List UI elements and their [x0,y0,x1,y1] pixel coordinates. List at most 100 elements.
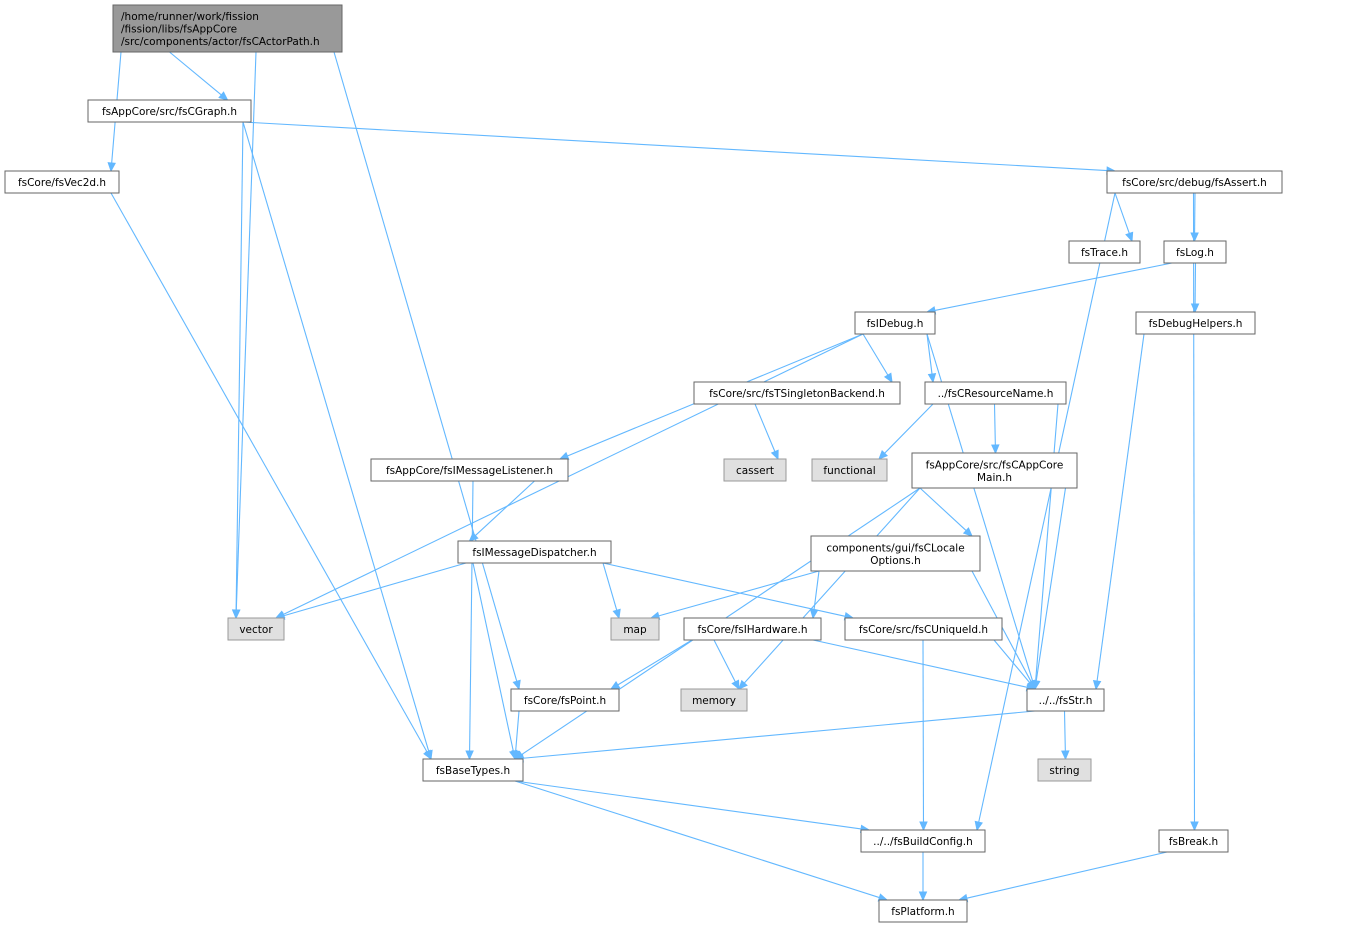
edge-fscgraph-to-vector [235,121,244,611]
arrowhead-fsassert-to-buildconfig [974,820,983,832]
edge-resourcename-to-functional [884,403,934,454]
node-fslog[interactable]: fsLog.h [1163,240,1227,264]
node-box-fsidebug [854,311,936,335]
arrowhead-fsvec2d-to-basetypes [423,749,432,761]
edge-uniqueid-to-fsstr [993,639,1031,684]
edges-layer [107,51,1200,903]
node-fstrace[interactable]: fsTrace.h [1068,240,1141,264]
arrowhead-resourcename-to-functional [878,449,888,460]
edge-fsbreak-to-fsplatform [966,851,1168,899]
node-basetypes[interactable]: fsBaseTypes.h [422,758,524,782]
node-box-fstsingleton [693,381,901,405]
node-label-cassert-line-0: cassert [736,465,774,477]
node-box-fsbreak [1158,829,1229,853]
node-fsdebughelpers[interactable]: fsDebugHelpers.h [1135,311,1256,335]
node-label-fstrace-line-0: fsTrace.h [1081,247,1128,259]
node-buildconfig[interactable]: ../../fsBuildConfig.h [860,829,986,853]
edge-fsstr-to-string [1063,710,1066,752]
arrowhead-root-to-fspoint [512,679,521,691]
arrowhead-appcoremain-to-memory [738,679,748,690]
node-box-fsdebughelpers [1135,311,1256,335]
arrowhead-messagelistener-to-messagedispatcher [468,532,479,542]
node-box-appcoremain [911,452,1078,489]
arrowhead-buildconfig-to-fsplatform [918,891,928,902]
node-uniqueid[interactable]: fsCore/src/fsCUniqueId.h [844,617,1003,641]
edge-root-to-vector [235,51,257,611]
node-box-memory [680,688,748,712]
arrowhead-resourcename-to-appcoremain [991,444,1000,455]
node-map[interactable]: map [610,617,660,641]
node-box-basetypes [422,758,524,782]
arrowhead-fstsingleton-to-cassert [770,449,779,461]
node-label-fsvec2d-line-0: fsCore/fsVec2d.h [18,177,106,189]
edge-fspoint-to-basetypes [515,710,520,752]
node-fsvec2d[interactable]: fsCore/fsVec2d.h [4,170,120,194]
node-vector[interactable]: vector [227,617,285,641]
edge-fsdebughelpers-to-fsstr [1096,333,1145,682]
node-memory[interactable]: memory [680,688,748,712]
edge-fsvec2d-to-basetypes [110,192,428,753]
node-label-fsplatform-line-0: fsPlatform.h [891,906,954,918]
arrowhead-fsidebug-to-messagelistener [558,451,570,460]
edge-root-to-fscgraph [169,51,222,96]
edge-ihardware-to-fsstr [812,639,1028,688]
edge-fscgraph-to-basetypes [242,121,430,752]
node-fsidebug[interactable]: fsIDebug.h [854,311,936,335]
node-label-fspoint-line-0: fsCore/fsPoint.h [524,695,606,707]
edge-fsassert-to-buildconfig [978,192,1116,823]
node-messagedispatcher[interactable]: fsIMessageDispatcher.h [457,540,612,564]
node-box-resourcename [924,381,1067,405]
edge-fsidebug-to-resourcename [926,333,933,375]
arrowhead-messagedispatcher-to-map [612,608,621,620]
edge-basetypes-to-fsplatform [514,780,880,899]
node-box-fsassert [1106,170,1283,194]
node-fstsingleton[interactable]: fsCore/src/fsTSingletonBackend.h [693,381,901,405]
edge-messagelistener-to-basetypes [469,480,474,752]
node-messagelistener[interactable]: fsAppCore/fsIMessageListener.h [370,458,569,482]
node-fsassert[interactable]: fsCore/src/debug/fsAssert.h [1106,170,1283,194]
arrowhead-uniqueid-to-fsstr [1026,679,1036,690]
node-label-messagedispatcher-line-0: fsIMessageDispatcher.h [472,547,596,559]
edge-ihardware-to-fspoint [617,639,693,686]
edge-basetypes-to-buildconfig [514,780,862,830]
edge-messagelistener-to-messagedispatcher [475,480,535,536]
arrowhead-root-to-fscgraph [218,91,229,101]
node-fspoint[interactable]: fsCore/fsPoint.h [510,688,620,712]
node-box-localeoptions [810,535,981,572]
node-label-ihardware-line-0: fsCore/fsIHardware.h [698,624,808,636]
edge-messagedispatcher-to-basetypes [472,562,514,752]
node-label-memory-line-0: memory [692,695,736,707]
node-label-fsidebug-line-0: fsIDebug.h [867,318,924,330]
node-resourcename[interactable]: ../fsCResourceName.h [924,381,1067,405]
arrowhead-fspoint-to-basetypes [511,750,520,761]
node-box-fsvec2d [4,170,120,194]
edge-fstsingleton-to-cassert [754,403,776,452]
node-fsplatform[interactable]: fsPlatform.h [878,899,968,923]
arrowhead-root-to-fsvec2d [107,162,116,173]
node-label-functional-line-0: functional [823,465,875,477]
node-label-fsdebughelpers-line-0: fsDebugHelpers.h [1149,318,1243,330]
node-box-fslog [1163,240,1227,264]
node-functional[interactable]: functional [811,458,888,482]
node-fsbreak[interactable]: fsBreak.h [1158,829,1229,853]
node-ihardware[interactable]: fsCore/fsIHardware.h [683,617,822,641]
arrowhead-appcoremain-to-localeoptions [962,527,973,537]
node-cassert[interactable]: cassert [723,458,787,482]
edge-messagedispatcher-to-vector [283,562,467,617]
node-label-appcoremain-line-1: Main.h [977,472,1012,484]
node-label-fsbreak-line-0: fsBreak.h [1169,836,1218,848]
node-string[interactable]: string [1037,758,1092,782]
node-label-buildconfig-line-0: ../../fsBuildConfig.h [873,836,973,848]
node-fsstr[interactable]: ../../fsStr.h [1026,688,1105,712]
arrowhead-fsdebughelpers-to-fsstr [1092,680,1102,691]
arrowhead-fsassert-to-fstrace [1125,231,1134,243]
node-fscgraph[interactable]: fsAppCore/src/fsCGraph.h [87,99,252,123]
edge-ihardware-to-memory [713,639,736,683]
node-label-uniqueid-line-0: fsCore/src/fsCUniqueId.h [859,624,988,636]
node-root[interactable]: /home/runner/work/fission/fission/libs/f… [112,4,343,53]
node-label-fscgraph-line-0: fsAppCore/src/fsCGraph.h [102,106,237,118]
node-box-uniqueid [844,617,1003,641]
